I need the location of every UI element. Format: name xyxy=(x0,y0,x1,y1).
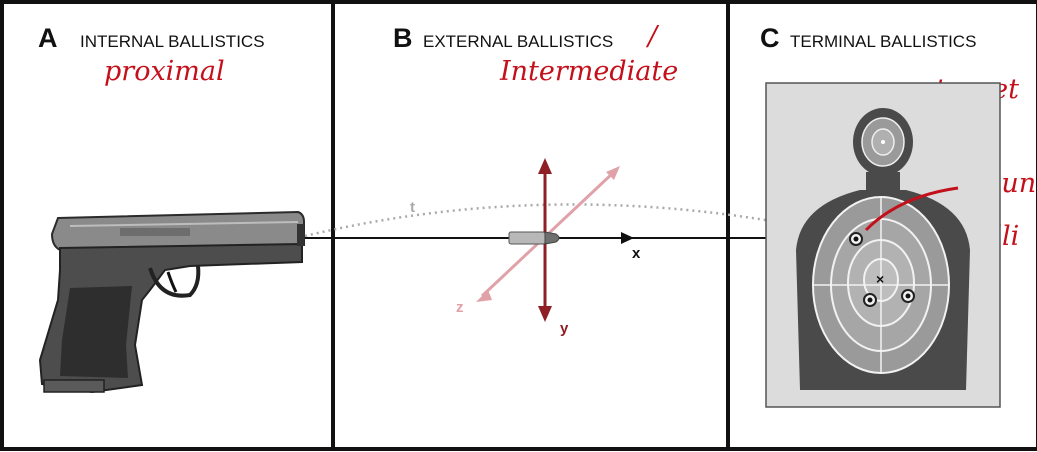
annotation-proximal: proximal xyxy=(104,56,225,87)
bullet-hole xyxy=(849,232,863,246)
bullet-hole xyxy=(901,289,915,303)
target-center-mark: × xyxy=(876,271,884,287)
x-axis-arrowhead xyxy=(621,232,634,244)
axis-x-label: x xyxy=(632,245,641,262)
wound-annotation-line xyxy=(864,186,959,232)
annotation-intermediate: Intermediate xyxy=(499,56,678,87)
panel-b-caption: EXTERNAL BALLISTICS xyxy=(423,32,613,51)
trajectory-arc xyxy=(304,203,831,238)
panel-b-letter: B xyxy=(393,23,413,53)
axis-z-label: z xyxy=(456,299,464,316)
pistol-icon xyxy=(38,210,305,394)
panel-c-title: C TERMINAL BALLISTICS xyxy=(760,23,976,53)
panel-a-letter: A xyxy=(38,23,58,53)
y-axis-arrowhead-bottom xyxy=(538,306,552,322)
z-axis-arrowhead-bottom xyxy=(476,290,492,302)
panel-a-title: A INTERNAL BALLISTICS xyxy=(38,23,265,53)
bullet-hole xyxy=(863,293,877,307)
panel-b-title: B EXTERNAL BALLISTICS xyxy=(393,23,613,53)
axis-t-label: t xyxy=(410,199,415,216)
panel-a-caption: INTERNAL BALLISTICS xyxy=(80,32,265,51)
panel-c-letter: C xyxy=(760,23,780,53)
y-axis-arrowhead-top xyxy=(538,158,552,174)
axis-y-label: y xyxy=(560,320,569,337)
silhouette-target-icon: × xyxy=(765,82,1001,408)
annotation-slash: / xyxy=(645,21,660,52)
bullet-icon xyxy=(508,231,560,245)
z-axis-arrowhead-top xyxy=(606,166,620,180)
panel-c-caption: TERMINAL BALLISTICS xyxy=(790,32,976,51)
